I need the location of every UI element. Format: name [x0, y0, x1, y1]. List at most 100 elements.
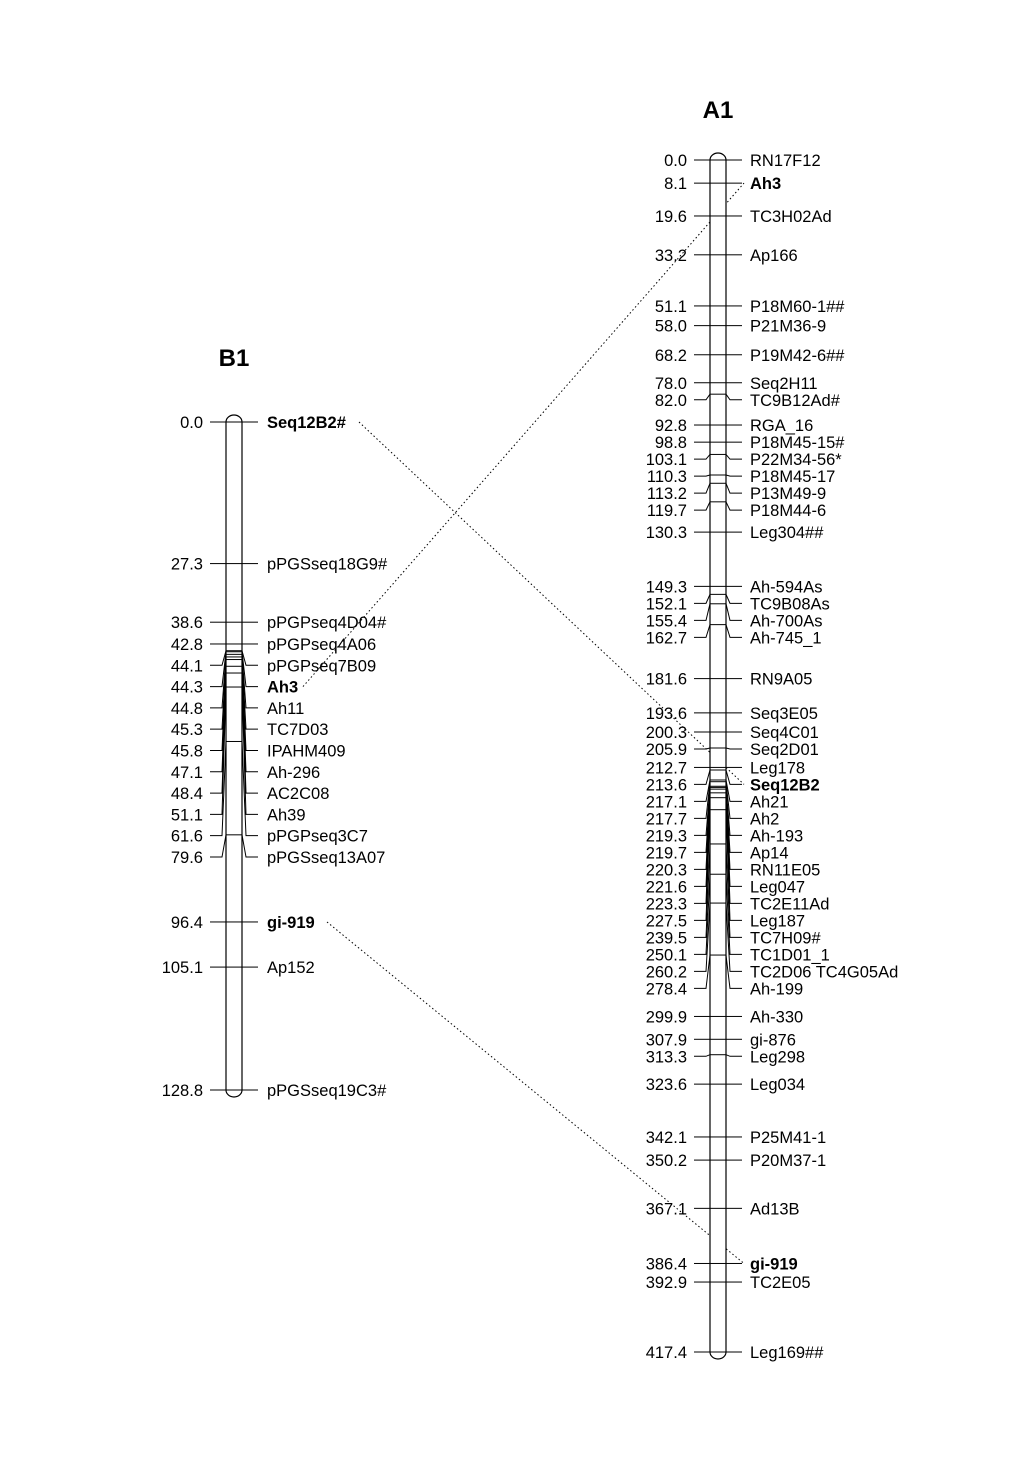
position-connector	[210, 651, 227, 688]
marker-name-label: Seq12B2	[750, 776, 820, 794]
marker-position-label: 299.9	[646, 1008, 687, 1026]
marker-position-label: 313.3	[646, 1048, 687, 1066]
marker-name-label: TC7H09#	[750, 929, 821, 947]
marker-connector	[725, 781, 742, 819]
marker-name-label: RN11E05	[750, 861, 820, 879]
position-connector	[694, 603, 711, 621]
marker-name-label: Leg047	[750, 878, 805, 896]
marker-position-label: 227.5	[646, 912, 687, 930]
marker-name-label: Ah-199	[750, 980, 803, 998]
marker-name-label: gi-919	[267, 914, 315, 932]
marker-name-label: Ah-330	[750, 1008, 803, 1026]
position-connector	[694, 501, 711, 511]
linkage-group-title-a1: A1	[703, 97, 734, 124]
marker-connector	[725, 624, 742, 638]
marker-position-label: 217.7	[646, 810, 687, 828]
marker-position-label: 392.9	[646, 1274, 687, 1292]
marker-connector	[725, 1054, 742, 1057]
marker-name-label: Ah21	[750, 793, 789, 811]
marker-name-label: P18M44-6	[750, 502, 826, 520]
marker-position-label: 260.2	[646, 963, 687, 981]
position-connector	[694, 454, 711, 460]
marker-position-label: 113.2	[647, 485, 687, 503]
marker-name-label: TC1D01_1	[750, 946, 830, 964]
marker-position-label: 212.7	[646, 759, 687, 777]
marker-name-label: P13M49-9	[750, 485, 826, 503]
marker-position-label: 219.7	[646, 844, 687, 862]
marker-name-label: pPGPseq4A06	[267, 636, 376, 654]
linkage-group-title-b1: B1	[219, 345, 250, 372]
position-connector	[694, 843, 711, 938]
marker-position-label: 250.1	[646, 946, 687, 964]
marker-position-label: 367.1	[646, 1200, 687, 1218]
marker-position-label: 193.6	[646, 705, 687, 723]
marker-connector	[725, 843, 742, 938]
marker-position-label: 307.9	[646, 1031, 687, 1049]
marker-position-label: 45.3	[171, 721, 203, 739]
marker-position-label: 417.4	[646, 1344, 687, 1362]
marker-connector	[241, 651, 258, 688]
marker-position-label: 213.6	[646, 776, 687, 794]
marker-name-label: TC9B12Ad#	[750, 392, 841, 410]
marker-name-label: TC2D06 TC4G05Ad	[750, 963, 898, 981]
marker-name-label: P18M45-17	[750, 468, 835, 486]
position-connector	[694, 594, 711, 604]
marker-name-label: Ad13B	[750, 1200, 800, 1218]
marker-name-label: Ah11	[267, 700, 304, 718]
marker-name-label: TC2E11Ad	[750, 895, 830, 913]
marker-position-label: 27.3	[171, 556, 203, 574]
marker-name-label: Ap14	[750, 844, 789, 862]
marker-connector	[241, 673, 258, 794]
position-connector	[694, 483, 711, 494]
marker-name-label: Seq2H11	[750, 375, 818, 393]
marker-position-label: 68.2	[655, 347, 687, 365]
marker-position-label: 0.0	[180, 414, 203, 432]
marker-name-label: Leg169##	[750, 1344, 824, 1362]
marker-position-label: 92.8	[655, 417, 687, 435]
marker-connector	[241, 741, 258, 837]
marker-position-label: 51.1	[655, 298, 687, 316]
marker-name-label: pPGPseq7B09	[267, 657, 376, 675]
marker-position-label: 103.1	[646, 451, 687, 469]
marker-connector	[725, 769, 742, 785]
marker-name-label: Ah-594As	[750, 578, 822, 596]
position-connector	[694, 474, 711, 477]
marker-position-label: 200.3	[646, 724, 687, 742]
marker-name-label: gi-876	[750, 1031, 796, 1049]
position-connector	[210, 687, 227, 815]
position-connector	[210, 834, 227, 858]
marker-name-label: Leg187	[750, 912, 805, 930]
marker-name-label: Ap152	[267, 959, 315, 977]
marker-position-label: 8.1	[664, 175, 687, 193]
marker-name-label: pPGSseq19C3#	[267, 1082, 387, 1100]
marker-name-label: P21M36-9	[750, 318, 826, 336]
marker-position-label: 128.8	[162, 1082, 203, 1100]
marker-position-label: 98.8	[655, 434, 687, 452]
marker-position-label: 162.7	[646, 629, 687, 647]
marker-position-label: 48.4	[171, 785, 203, 803]
marker-connector	[725, 474, 742, 477]
marker-connector	[725, 483, 742, 494]
marker-name-label: Ah2	[750, 810, 779, 828]
marker-name-label: Ah-700As	[750, 612, 822, 630]
marker-position-label: 33.2	[655, 247, 687, 265]
marker-connector	[725, 809, 742, 921]
position-connector	[694, 903, 711, 972]
position-connector	[694, 779, 711, 802]
marker-position-label: 51.1	[171, 806, 203, 824]
marker-name-label: RN9A05	[750, 671, 812, 689]
marker-name-label: RN17F12	[750, 152, 821, 170]
marker-position-label: 217.1	[646, 793, 687, 811]
marker-name-label: pPGSseq13A07	[267, 849, 385, 867]
marker-name-label: TC2E05	[750, 1274, 811, 1292]
marker-position-label: 130.3	[646, 524, 687, 542]
marker-connector	[241, 650, 258, 666]
marker-position-label: 82.0	[655, 392, 687, 410]
marker-position-label: 278.4	[646, 980, 687, 998]
position-connector	[694, 954, 711, 989]
marker-name-label: Leg178	[750, 759, 805, 777]
marker-position-label: 79.6	[171, 849, 203, 867]
marker-name-label: TC3H02Ad	[750, 208, 832, 226]
marker-name-label: P20M37-1	[750, 1152, 826, 1170]
marker-position-label: 110.3	[647, 468, 687, 486]
